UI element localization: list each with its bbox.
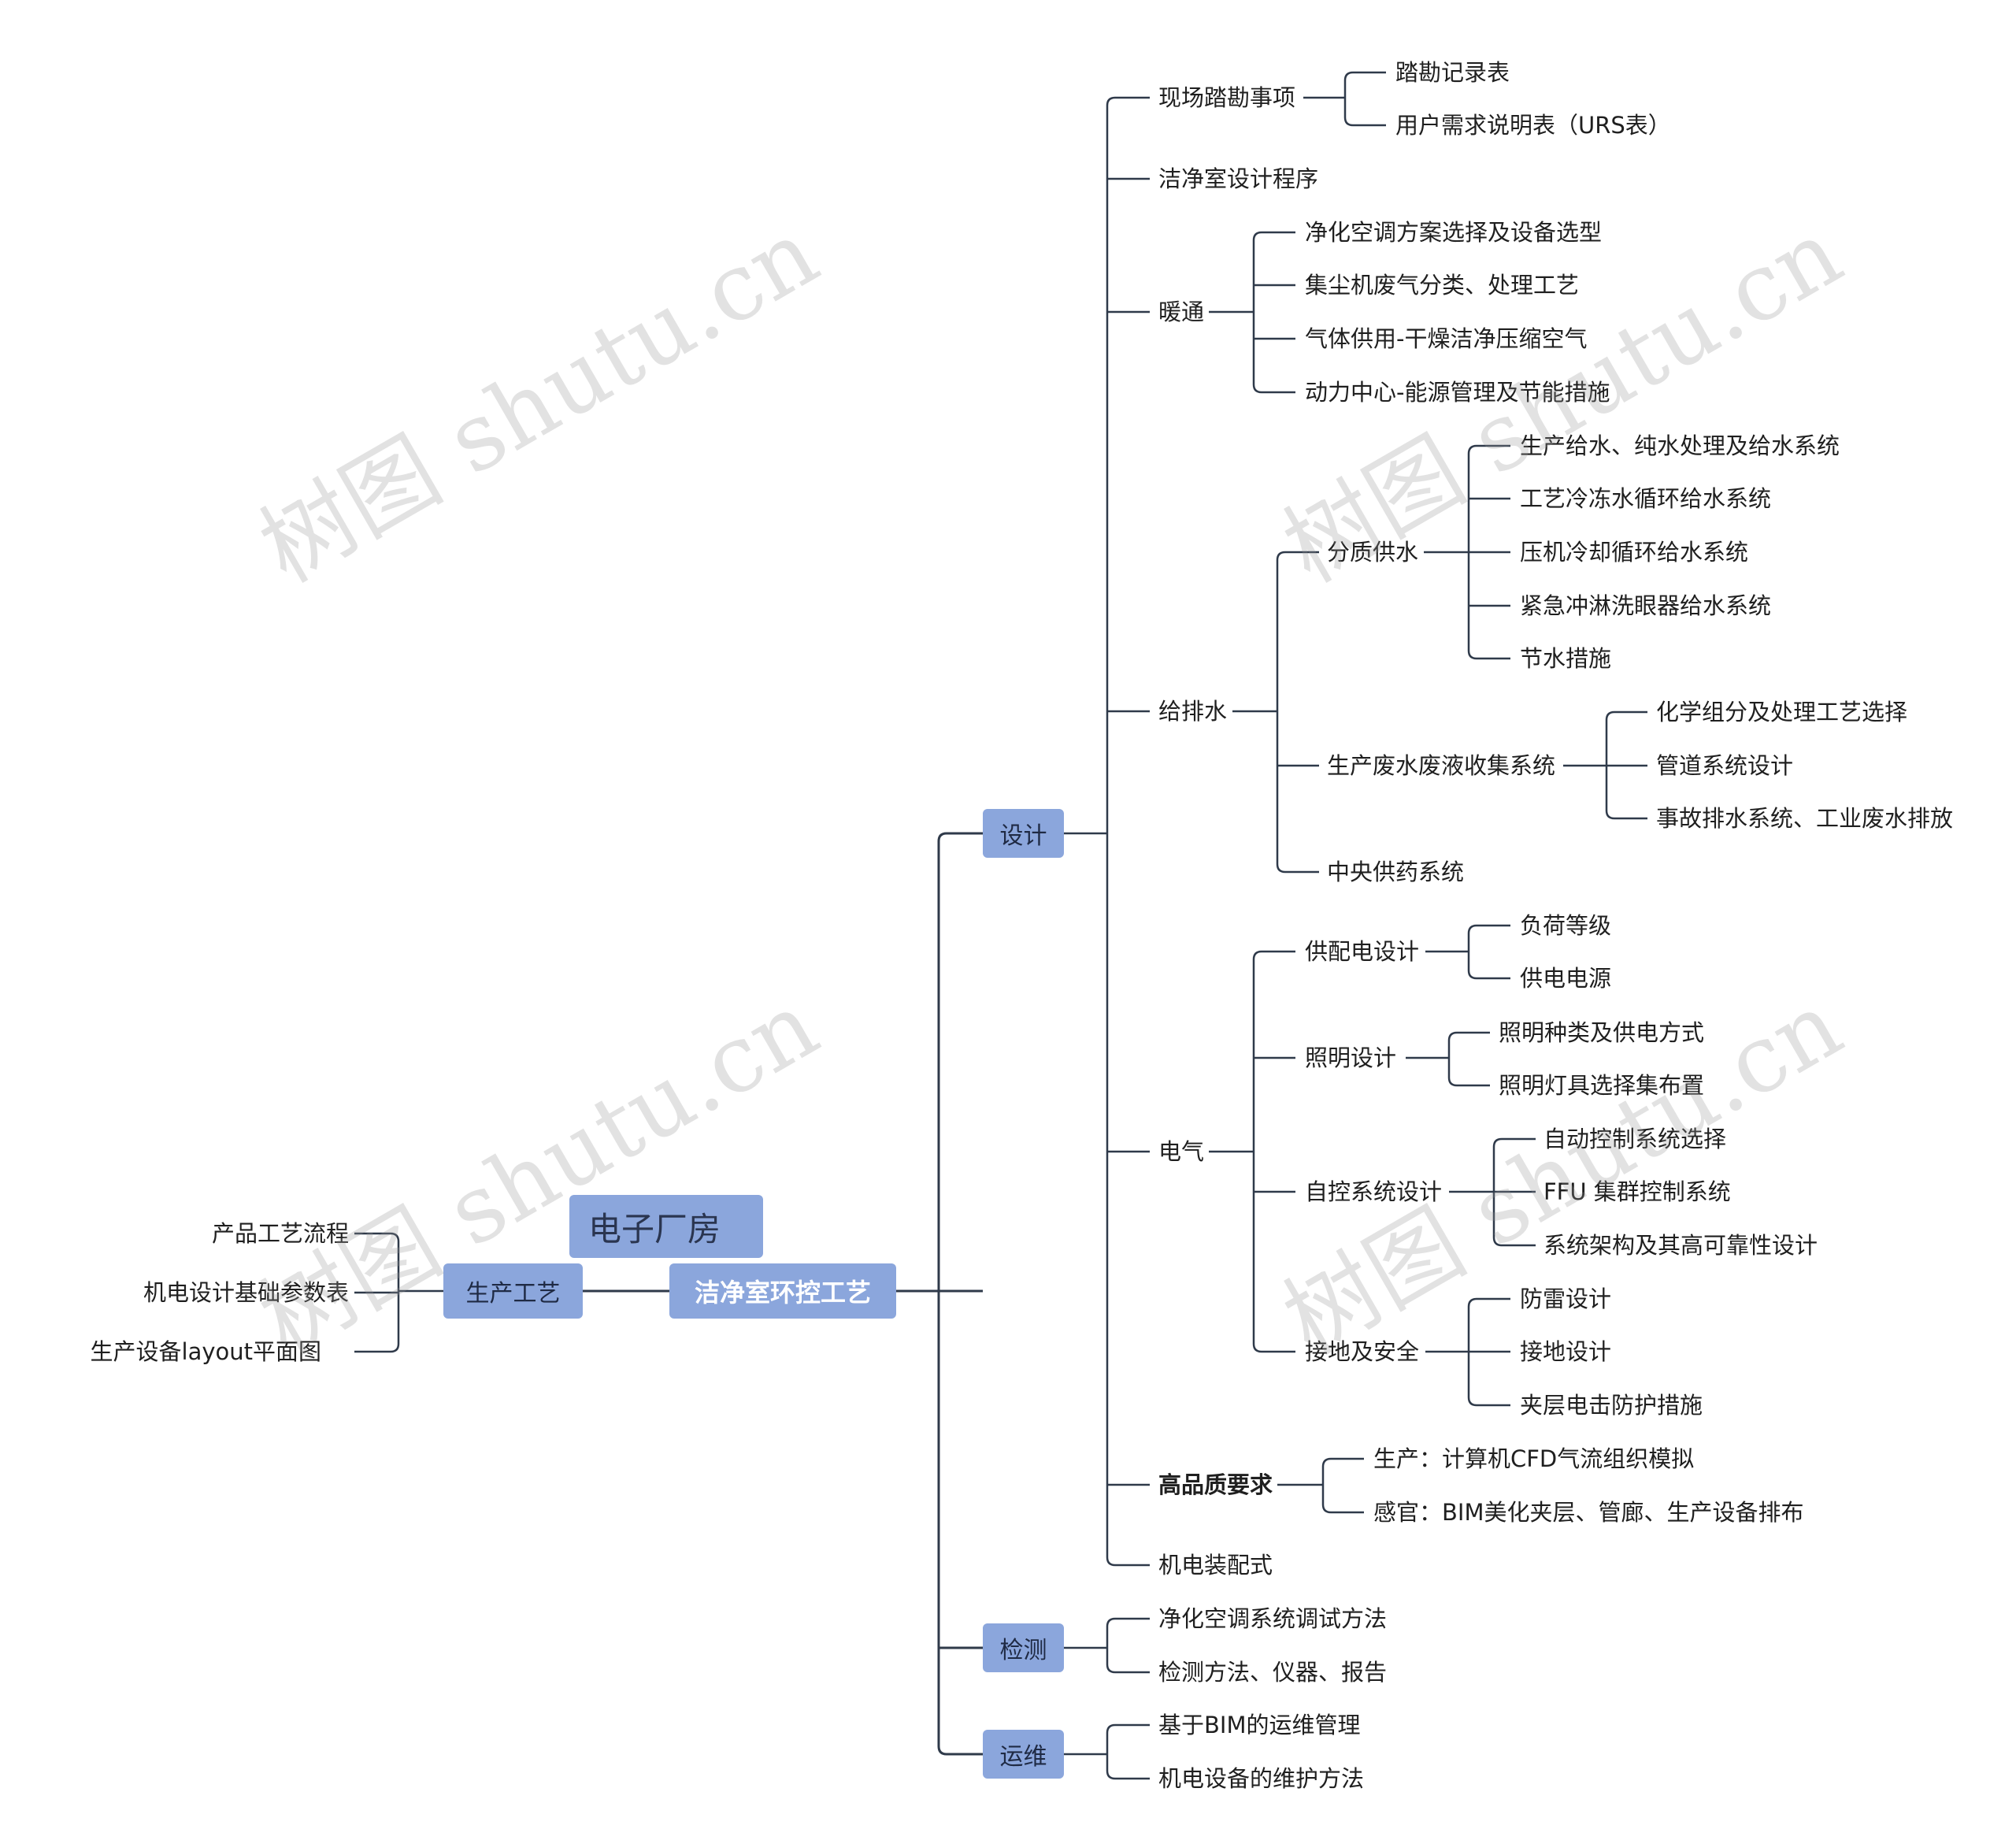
design-topic[interactable]: 设计 (983, 809, 1064, 858)
connector (1467, 1297, 1510, 1308)
connector (1447, 1077, 1490, 1087)
left-leaf[interactable]: 生产设备layout平面图 (90, 1338, 321, 1365)
connector (1605, 710, 1647, 721)
water-quality-leaf[interactable]: 紧急冲淋洗眼器给水系统 (1520, 592, 1772, 619)
connector (1106, 1556, 1150, 1567)
water-quality-leaf[interactable]: 节水措施 (1520, 645, 1612, 672)
connector (1106, 96, 1150, 106)
water-quality-leaf[interactable]: 压机冷却循环给水系统 (1520, 539, 1749, 566)
electric-lighting-topic[interactable]: 照明设计 (1305, 1044, 1397, 1071)
connector (1492, 1137, 1536, 1148)
water-chem-topic[interactable]: 中央供药系统 (1327, 859, 1465, 885)
connector (1467, 924, 1510, 934)
electric-lighting-leaf[interactable]: 照明灯具选择集布置 (1499, 1072, 1705, 1099)
connector (1276, 863, 1319, 874)
hvac-leaf[interactable]: 净化空调方案选择及设备选型 (1305, 219, 1603, 246)
water-waste-leaf[interactable]: 事故排水系统、工业废水排放 (1656, 805, 1954, 832)
floating-topic[interactable]: 电子厂房 (569, 1195, 763, 1258)
hvac-topic[interactable]: 暖通 (1158, 299, 1205, 325)
connector (1605, 810, 1647, 820)
hvac-leaf[interactable]: 气体供用-干燥洁净压缩空气 (1305, 325, 1588, 352)
quality-leaf[interactable]: 生产：计算机CFD气流组织模拟 (1373, 1445, 1695, 1472)
design-program-topic[interactable]: 洁净室设计程序 (1158, 165, 1319, 192)
water-quality-topic[interactable]: 分质供水 (1327, 539, 1419, 566)
hvac-leaf[interactable]: 集尘机废气分类、处理工艺 (1305, 272, 1580, 299)
electric-grounding-leaf[interactable]: 夹层电击防护措施 (1520, 1392, 1703, 1419)
connector (1343, 117, 1386, 127)
connector (1492, 1237, 1536, 1247)
connector (1343, 71, 1386, 81)
electric-control-leaf[interactable]: 系统架构及其高可靠性设计 (1544, 1232, 1818, 1259)
connector (1106, 1664, 1150, 1674)
electric-supply-leaf[interactable]: 供电电源 (1520, 965, 1612, 992)
operation-leaf[interactable]: 基于BIM的运维管理 (1158, 1712, 1361, 1738)
operation-leaf[interactable]: 机电设备的维护方法 (1158, 1765, 1365, 1792)
connector (1106, 1723, 1150, 1734)
left-branch-topic[interactable]: 生产工艺 (443, 1263, 583, 1319)
root-topic[interactable]: 洁净室环控工艺 (669, 1263, 896, 1319)
water-waste-leaf[interactable]: 化学组分及处理工艺选择 (1656, 699, 1908, 725)
left-leaf[interactable]: 产品工艺流程 (211, 1220, 349, 1247)
water-waste-leaf[interactable]: 管道系统设计 (1656, 752, 1794, 779)
connector (937, 832, 983, 842)
water-quality-leaf[interactable]: 生产给水、纯水处理及给水系统 (1520, 432, 1840, 459)
connector (1252, 950, 1295, 960)
testing-leaf[interactable]: 净化空调系统调试方法 (1158, 1605, 1388, 1632)
electric-control-leaf[interactable]: 自动控制系统选择 (1544, 1126, 1727, 1152)
connector (1106, 1617, 1150, 1627)
electric-topic[interactable]: 电气 (1158, 1138, 1205, 1165)
site-survey-leaf[interactable]: 踏勘记录表 (1395, 59, 1510, 86)
connector (1467, 1397, 1510, 1407)
connector (1252, 231, 1295, 241)
electric-supply-leaf[interactable]: 负荷等级 (1520, 912, 1612, 939)
water-topic[interactable]: 给排水 (1158, 698, 1228, 725)
quality-leaf[interactable]: 感官：BIM美化夹层、管廊、生产设备排布 (1373, 1499, 1804, 1526)
testing-leaf[interactable]: 检测方法、仪器、报告 (1158, 1659, 1388, 1686)
connector (1447, 1031, 1490, 1041)
testing-topic[interactable]: 检测 (983, 1623, 1064, 1672)
electric-control-topic[interactable]: 自控系统设计 (1305, 1178, 1443, 1205)
connector (354, 1343, 400, 1353)
connector (937, 1746, 983, 1756)
connector (354, 1232, 400, 1242)
connector (1276, 551, 1319, 561)
electric-grounding-leaf[interactable]: 接地设计 (1520, 1338, 1612, 1365)
connector (1467, 444, 1510, 454)
electric-control-leaf[interactable]: FFU 集群控制系统 (1544, 1178, 1731, 1205)
connector (1106, 1770, 1150, 1780)
connector (1321, 1504, 1364, 1514)
electric-grounding-leaf[interactable]: 防雷设计 (1520, 1285, 1612, 1312)
electric-lighting-leaf[interactable]: 照明种类及供电方式 (1499, 1019, 1705, 1046)
connector (1321, 1457, 1364, 1467)
operation-topic[interactable]: 运维 (983, 1730, 1064, 1779)
hvac-leaf[interactable]: 动力中心-能源管理及节能措施 (1305, 379, 1610, 406)
water-waste-topic[interactable]: 生产废水废液收集系统 (1327, 752, 1556, 779)
prefab-topic[interactable]: 机电装配式 (1158, 1552, 1273, 1579)
electric-supply-topic[interactable]: 供配电设计 (1305, 938, 1420, 965)
site-survey-topic[interactable]: 现场踏勘事项 (1158, 84, 1296, 111)
site-survey-leaf[interactable]: 用户需求说明表（URS表） (1395, 112, 1671, 139)
connector (1467, 970, 1510, 980)
left-leaf[interactable]: 机电设计基础参数表 (143, 1279, 349, 1306)
water-quality-leaf[interactable]: 工艺冷冻水循环给水系统 (1520, 485, 1772, 512)
connector (1467, 650, 1510, 660)
connector (1252, 1343, 1295, 1353)
quality-topic[interactable]: 高品质要求 (1158, 1471, 1273, 1498)
electric-grounding-topic[interactable]: 接地及安全 (1305, 1338, 1420, 1365)
connector (1252, 384, 1295, 394)
